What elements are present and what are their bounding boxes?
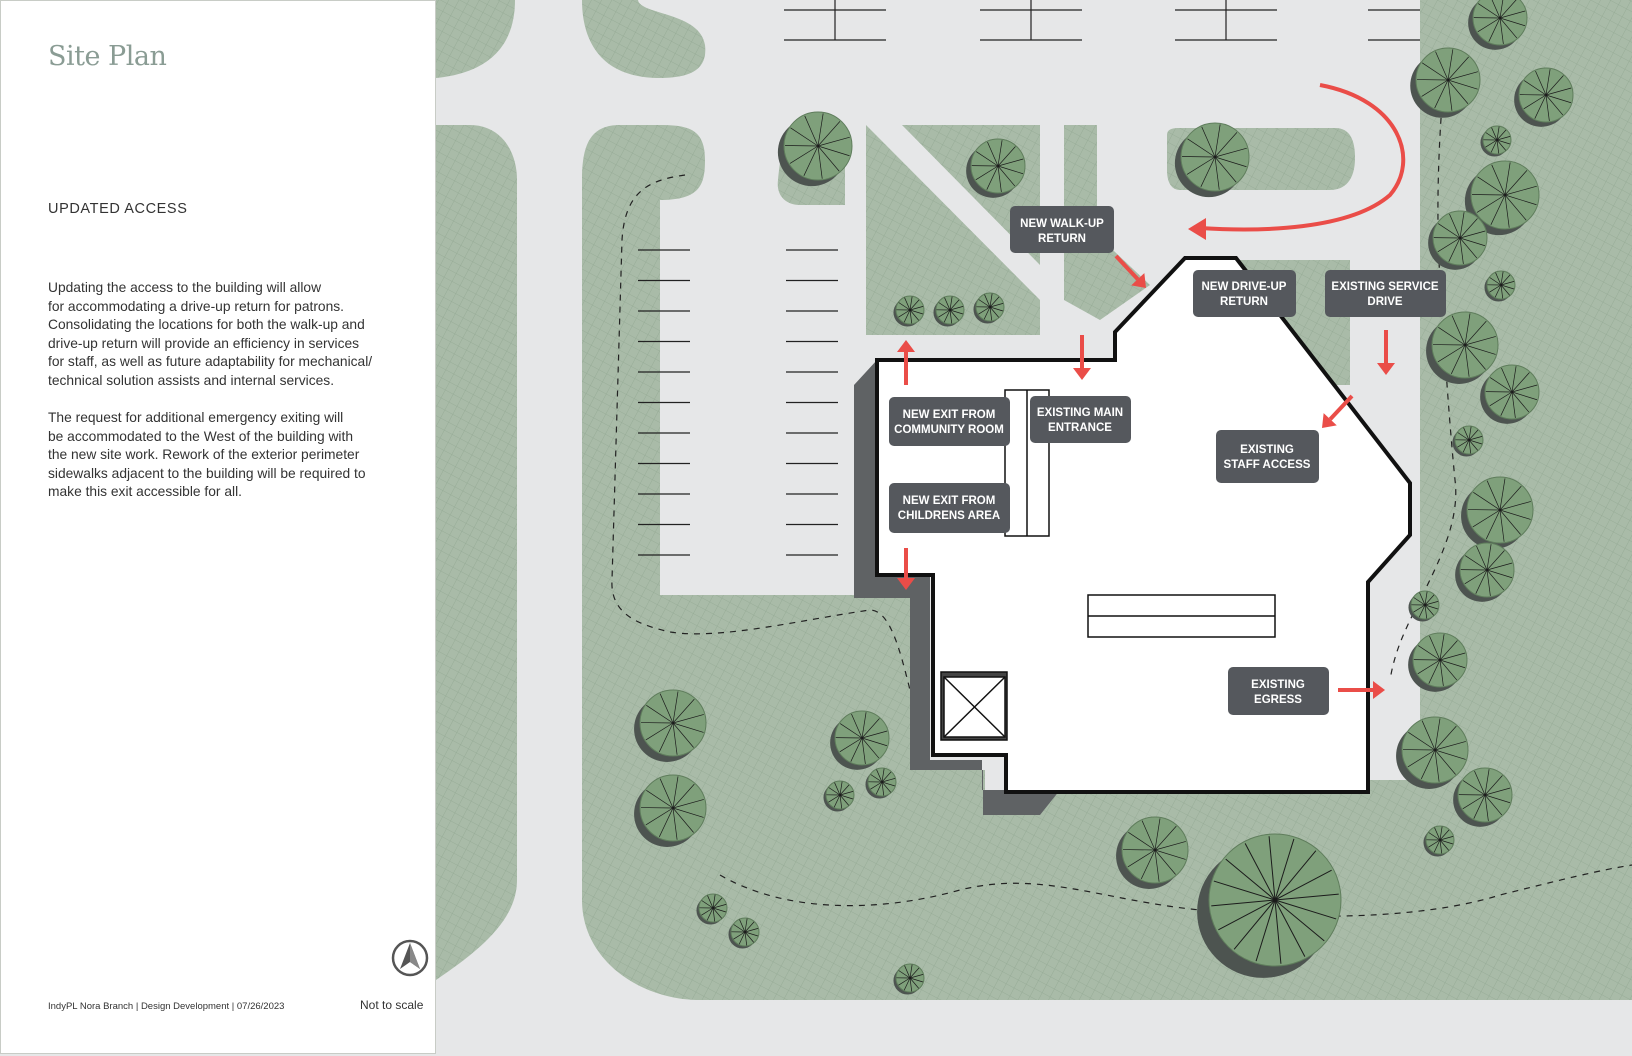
- info-panel: Site Plan UPDATED ACCESS Updating the ac…: [0, 0, 436, 1054]
- tree: [1453, 767, 1513, 827]
- direction-arrow: [1073, 335, 1091, 380]
- tree: [1461, 476, 1534, 549]
- label-line-1: NEW DRIVE-UP: [1202, 281, 1287, 293]
- direction-arrow: [897, 340, 915, 385]
- page-title: Site Plan: [48, 41, 167, 72]
- label-line-2: RETURN: [1220, 296, 1268, 308]
- tree: [1116, 816, 1189, 889]
- description-paragraph-2: The request for additional emergency exi…: [48, 410, 366, 500]
- tree: [1408, 632, 1468, 692]
- tree: [1480, 364, 1540, 424]
- label-line-2: STAFF ACCESS: [1224, 459, 1311, 471]
- trees: [634, 0, 1574, 995]
- label-line-2: ENTRANCE: [1048, 422, 1112, 434]
- label-line-2: DRIVE: [1367, 296, 1402, 308]
- tree: [823, 780, 855, 812]
- tree: [1410, 47, 1481, 118]
- tree: [1464, 160, 1540, 236]
- label-line-1: NEW WALK-UP: [1020, 218, 1104, 230]
- direction-arrows: [897, 83, 1406, 699]
- tree: [973, 292, 1005, 324]
- label-line-2: RETURN: [1038, 233, 1086, 245]
- label-line-1: NEW EXIT FROM: [903, 495, 996, 507]
- tree: [966, 138, 1026, 198]
- tree: [1408, 590, 1440, 622]
- direction-arrow: [1322, 394, 1354, 428]
- site-plan-map: NEW WALK-UP RETURN NEW DRIVE-UP RETURN E…: [436, 0, 1632, 1056]
- tree: [893, 963, 925, 995]
- tree: [1426, 311, 1499, 384]
- tree: [1452, 425, 1484, 457]
- tree: [1455, 542, 1515, 602]
- tree: [1174, 122, 1250, 198]
- tree: [728, 917, 760, 949]
- tree: [1197, 833, 1342, 978]
- tree: [634, 774, 707, 847]
- label-new-exit-community-room: NEW EXIT FROM COMMUNITY ROOM: [889, 397, 1010, 446]
- tree: [634, 689, 707, 762]
- tree: [696, 893, 728, 925]
- tree: [1484, 270, 1516, 302]
- label-new-exit-childrens-area: NEW EXIT FROM CHILDRENS AREA: [889, 483, 1010, 533]
- label-new-walkup-return: NEW WALK-UP RETURN: [1010, 206, 1114, 253]
- tree: [1396, 716, 1469, 789]
- label-line-2: EGRESS: [1254, 694, 1302, 706]
- label-existing-service-drive: EXISTING SERVICE DRIVE: [1325, 270, 1446, 317]
- north-arrow-icon: [391, 939, 429, 977]
- label-existing-staff-access: EXISTING STAFF ACCESS: [1216, 430, 1319, 483]
- section-heading: UPDATED ACCESS: [48, 201, 188, 217]
- label-line-2: COMMUNITY ROOM: [894, 424, 1004, 436]
- label-existing-egress: EXISTING EGRESS: [1228, 667, 1329, 715]
- direction-arrow: [1377, 330, 1395, 375]
- label-line-2: CHILDRENS AREA: [898, 510, 1000, 522]
- tree: [1468, 0, 1528, 50]
- label-line-1: EXISTING: [1251, 679, 1305, 691]
- tree: [777, 111, 853, 187]
- label-existing-main-entrance: EXISTING MAIN ENTRANCE: [1030, 396, 1131, 443]
- tree: [1423, 825, 1455, 857]
- equipment-box: [940, 671, 1008, 741]
- label-line-1: EXISTING SERVICE: [1331, 281, 1438, 293]
- walking-paths: [611, 69, 1632, 917]
- parking-stripes: [638, 0, 1420, 556]
- label-line-1: NEW EXIT FROM: [903, 409, 996, 421]
- direction-arrow: [897, 548, 915, 590]
- tree: [1428, 210, 1488, 270]
- tree: [893, 295, 925, 327]
- tree: [933, 295, 965, 327]
- label-line-1: EXISTING MAIN: [1037, 407, 1123, 419]
- direction-arrow: [1114, 254, 1146, 288]
- footer-text: IndyPL Nora Branch | Design Development …: [48, 1001, 285, 1012]
- tree: [1480, 125, 1512, 157]
- description-paragraph-1: Updating the access to the building will…: [48, 280, 373, 388]
- label-new-driveup-return: NEW DRIVE-UP RETURN: [1193, 270, 1296, 317]
- label-line-1: EXISTING: [1240, 444, 1294, 456]
- tree: [830, 710, 890, 770]
- direction-arrow: [1338, 681, 1385, 699]
- scale-note: Not to scale: [360, 998, 424, 1012]
- tree: [1514, 67, 1574, 127]
- tree: [865, 767, 897, 799]
